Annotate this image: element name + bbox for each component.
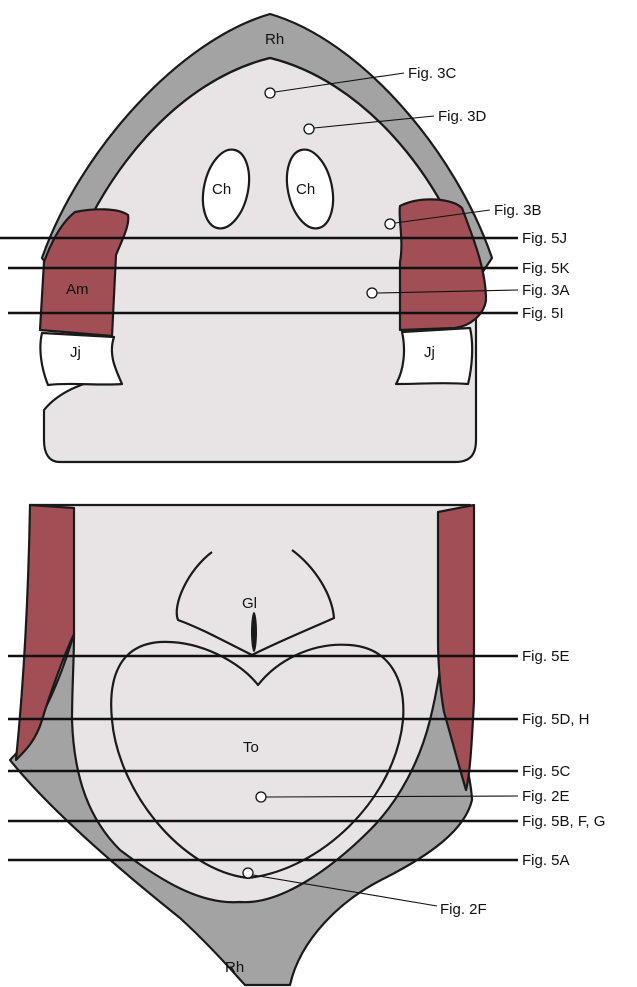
cut-label-5c: Fig. 5C <box>522 763 571 780</box>
cut-label-5e: Fig. 5E <box>522 648 570 665</box>
cut-label-5a: Fig. 5A <box>522 852 570 869</box>
label-am: Am <box>66 281 89 298</box>
site-label-3c: Fig. 3C <box>408 65 457 82</box>
site-marker-3a <box>367 288 377 298</box>
label-gl: Gl <box>242 595 257 612</box>
upper-jaw: Rh Ch Ch Am Jj Jj Fig. 5J Fig. 5K Fig. 5… <box>0 14 570 462</box>
site-marker-2f <box>243 868 253 878</box>
label-ch-left: Ch <box>212 181 231 198</box>
label-jj-left: Jj <box>70 344 81 361</box>
site-label-3a: Fig. 3A <box>522 282 570 299</box>
label-ch-right: Ch <box>296 181 315 198</box>
glottis-slit <box>251 612 257 652</box>
site-marker-3b <box>385 219 395 229</box>
label-rh-lower: Rh <box>225 959 244 976</box>
site-label-3d: Fig. 3D <box>438 108 487 125</box>
cut-label-5bfg: Fig. 5B, F, G <box>522 813 605 830</box>
label-to: To <box>243 739 259 756</box>
site-label-2f: Fig. 2F <box>440 901 487 918</box>
cut-label-5dh: Fig. 5D, H <box>522 711 590 728</box>
cut-label-5i: Fig. 5I <box>522 305 564 322</box>
site-marker-3c <box>265 88 275 98</box>
label-rh-upper: Rh <box>265 31 284 48</box>
site-label-2e: Fig. 2E <box>522 788 570 805</box>
site-label-3b: Fig. 3B <box>494 202 542 219</box>
cut-label-5j: Fig. 5J <box>522 230 567 247</box>
jugal-left <box>40 333 122 385</box>
site-marker-2e <box>256 792 266 802</box>
label-jj-right: Jj <box>424 344 435 361</box>
lower-jaw: Gl To Rh Fig. 5E Fig. 5D, H Fig. 5C Fig.… <box>8 505 605 985</box>
cut-label-5k: Fig. 5K <box>522 260 570 277</box>
site-marker-3d <box>304 124 314 134</box>
